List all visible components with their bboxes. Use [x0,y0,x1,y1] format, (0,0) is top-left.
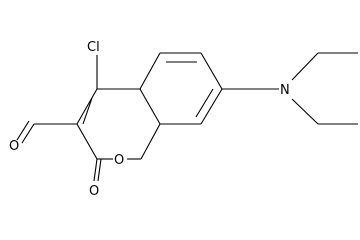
bond-c2-o-lower [97,158,102,182]
atom-label-aldehyde-o: O [9,139,19,154]
atom-label-cl: Cl [87,40,100,55]
molecule-diagram: Cl N O O O [9,40,358,199]
structure-canvas: Cl N O O O [9,40,358,199]
bond-c8a-c8-link [140,123,161,160]
atom-label-n: N [280,83,290,98]
bond-c2-o-upper [93,158,98,182]
atom-label-ring-o: O [114,153,124,168]
atom-label-carbonyl-o: O [89,184,99,199]
bond-c4a-c8a [139,88,161,125]
bond-c4-c3-inner [82,97,93,125]
bond-c4-c3 [76,88,98,125]
benzene-ring [139,52,223,160]
bond-c7-c8 [200,88,223,125]
bond-cho-o-inner [16,120,30,141]
bond-c7-c8-inner [195,88,214,118]
bond-c3-c2 [76,123,98,160]
atom-labels: Cl N O O O [9,40,290,199]
bond-c4a-c5 [139,52,161,90]
pyranone-ring [76,88,141,160]
bond-n-ethyl-lower-1 [291,98,319,125]
bond-cho-o [21,123,35,144]
bond-n-ethyl-upper-1 [291,52,319,81]
substituents [16,52,358,182]
bond-c6-c7 [200,52,223,90]
